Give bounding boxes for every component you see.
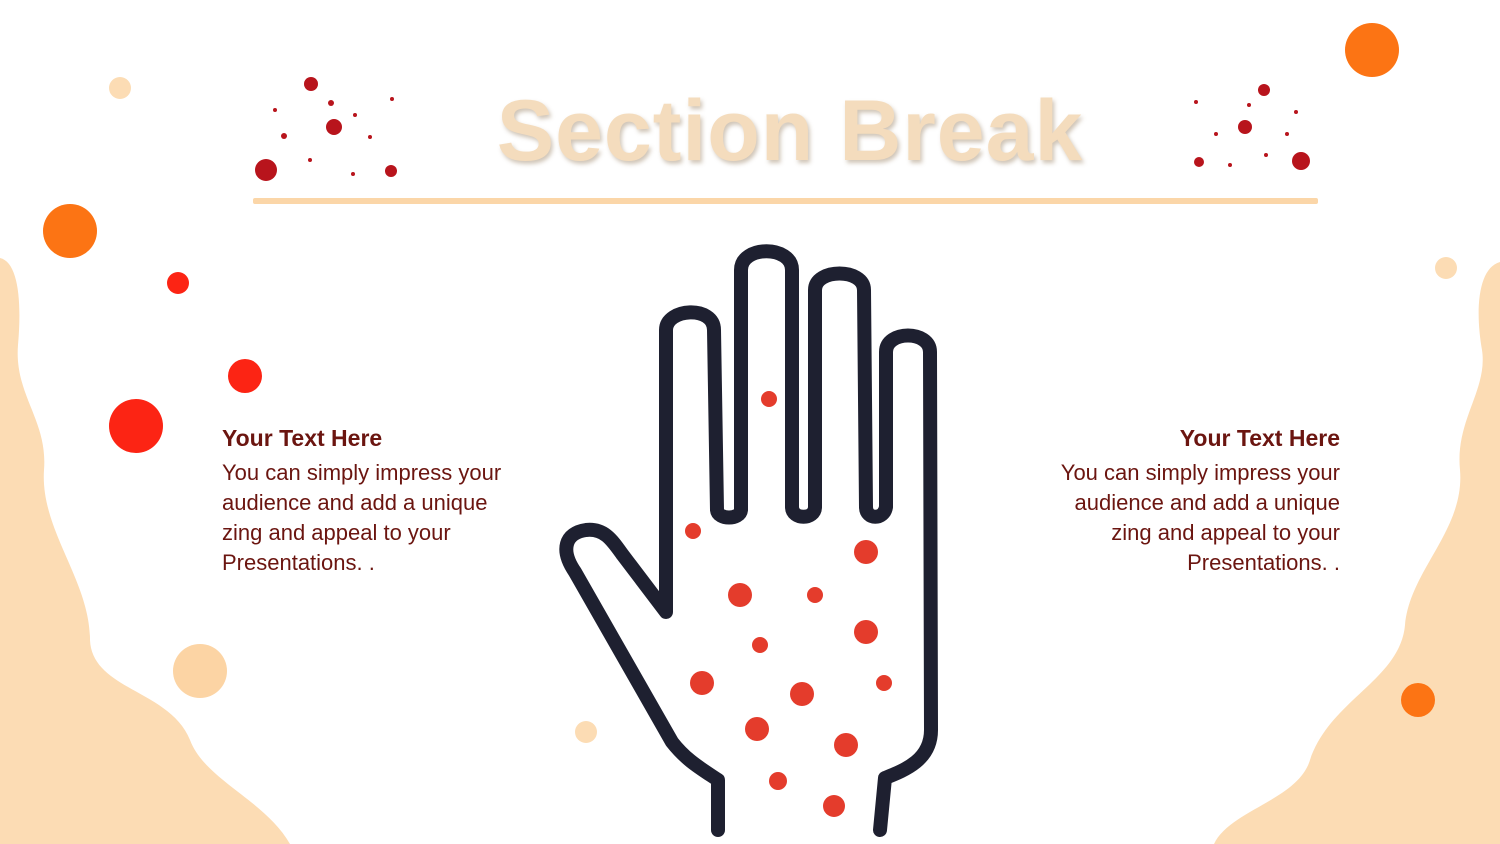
right-splatter (1194, 84, 1310, 170)
peach-dot (1435, 257, 1457, 279)
red-dot (228, 359, 262, 393)
right-heading: Your Text Here (1179, 425, 1340, 451)
left-heading: Your Text Here (222, 425, 383, 451)
orange-dot (43, 204, 97, 258)
peach-dot (575, 721, 597, 743)
left-splatter (255, 77, 397, 181)
right-text-block: Your Text Here You can simply impress yo… (1040, 424, 1340, 578)
title-divider (253, 198, 1318, 204)
orange-dot (1345, 23, 1399, 77)
hand-icon (559, 244, 938, 837)
section-title: Section Break (496, 83, 1084, 179)
left-text-block: Your Text Here You can simply impress yo… (222, 424, 522, 578)
red-dot (167, 272, 189, 294)
right-body: You can simply impress your audience and… (1060, 460, 1340, 575)
orange-dot (1401, 683, 1435, 717)
peach-dot (109, 77, 131, 99)
left-wave-blob (0, 258, 290, 844)
peach-dot (173, 644, 227, 698)
red-dot (109, 399, 163, 453)
left-body: You can simply impress your audience and… (222, 460, 502, 575)
